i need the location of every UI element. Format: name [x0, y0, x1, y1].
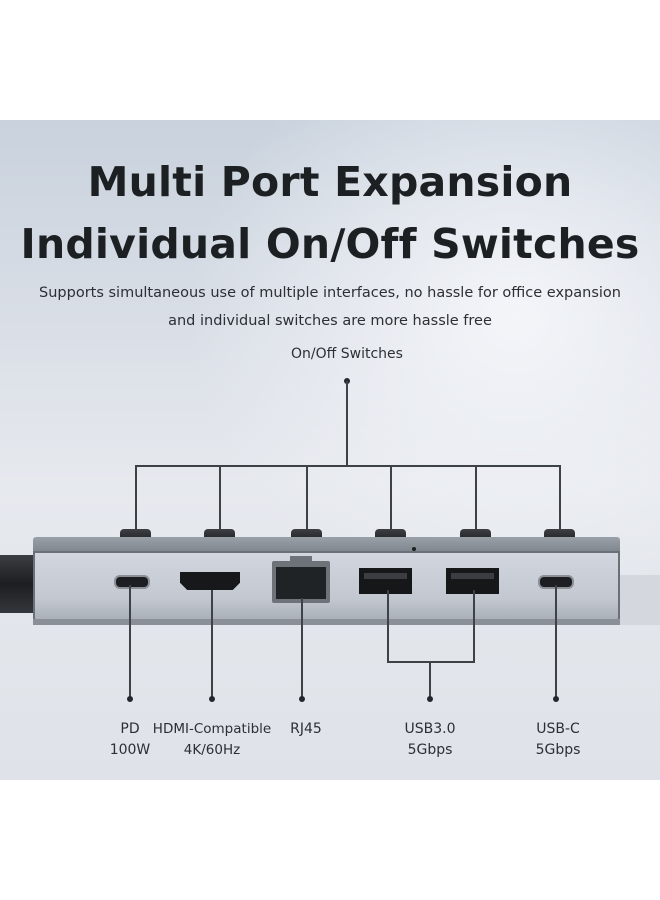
switch-leader-5: [475, 465, 477, 529]
port-leader-usba-1: [387, 590, 389, 662]
port-leader-rj45: [301, 598, 303, 698]
port-label-rj45-line1: RJ45: [290, 721, 322, 737]
port-label-usbc-line1: USB-C: [536, 721, 580, 737]
port-leader-pd: [129, 585, 131, 698]
port-leader-usbc: [555, 585, 557, 698]
port-label-hdmi-line2: 4K/60Hz: [183, 742, 241, 758]
switch-leader-1: [135, 465, 137, 529]
port-dot-usba: [427, 696, 433, 702]
cable: [0, 555, 36, 613]
usb-a-port-icon-2: [446, 568, 499, 594]
usb-c-pd-port-icon: [114, 575, 150, 589]
subtitle-line-2: and individual switches are more hassle …: [168, 313, 492, 329]
port-label-usb3-line1: USB3.0: [404, 721, 456, 737]
switches-callout-stem: [346, 381, 348, 466]
headline-line-1: Multi Port Expansion: [87, 158, 573, 206]
hub-top-edge: [33, 537, 620, 553]
indicator-led: [412, 547, 416, 551]
port-dot-hdmi: [209, 696, 215, 702]
hub-bottom-edge: [33, 619, 620, 625]
switch-leader-3: [306, 465, 308, 529]
switch-leader-6: [559, 465, 561, 529]
port-label-usb3: USB3.0 5Gbps: [390, 719, 470, 761]
port-dot-rj45: [299, 696, 305, 702]
port-label-hdmi: HDMI-Compatible 4K/60Hz: [152, 719, 272, 761]
subtitle-line-1: Supports simultaneous use of multiple in…: [39, 285, 621, 301]
shelf-surface: [620, 575, 660, 625]
ethernet-port-icon: [272, 556, 330, 603]
port-label-usbc-line2: 5Gbps: [535, 742, 581, 758]
port-label-pd-line1: PD: [120, 721, 140, 737]
port-label-hdmi-line1: HDMI-Compatible: [152, 721, 272, 737]
port-dot-pd: [127, 696, 133, 702]
port-label-usbc: USB-C 5Gbps: [518, 719, 598, 761]
hdmi-port-icon: [180, 572, 240, 590]
usb-a-port-icon-1: [359, 568, 412, 594]
switches-callout-bar: [135, 465, 561, 467]
port-leader-usba-stem: [429, 661, 431, 698]
port-label-rj45: RJ45: [276, 719, 336, 740]
port-label-pd-line2: 100W: [109, 742, 151, 758]
switches-callout-label: On/Off Switches: [291, 346, 403, 362]
port-label-usb3-line2: 5Gbps: [407, 742, 453, 758]
port-leader-hdmi: [211, 590, 213, 698]
headline-line-2: Individual On/Off Switches: [20, 220, 640, 268]
port-label-pd: PD 100W: [100, 719, 160, 761]
switch-leader-2: [219, 465, 221, 529]
port-leader-usba-bar: [387, 661, 475, 663]
port-dot-usbc: [553, 696, 559, 702]
port-leader-usba-2: [473, 590, 475, 662]
switch-leader-4: [390, 465, 392, 529]
product-panel: [0, 120, 660, 780]
